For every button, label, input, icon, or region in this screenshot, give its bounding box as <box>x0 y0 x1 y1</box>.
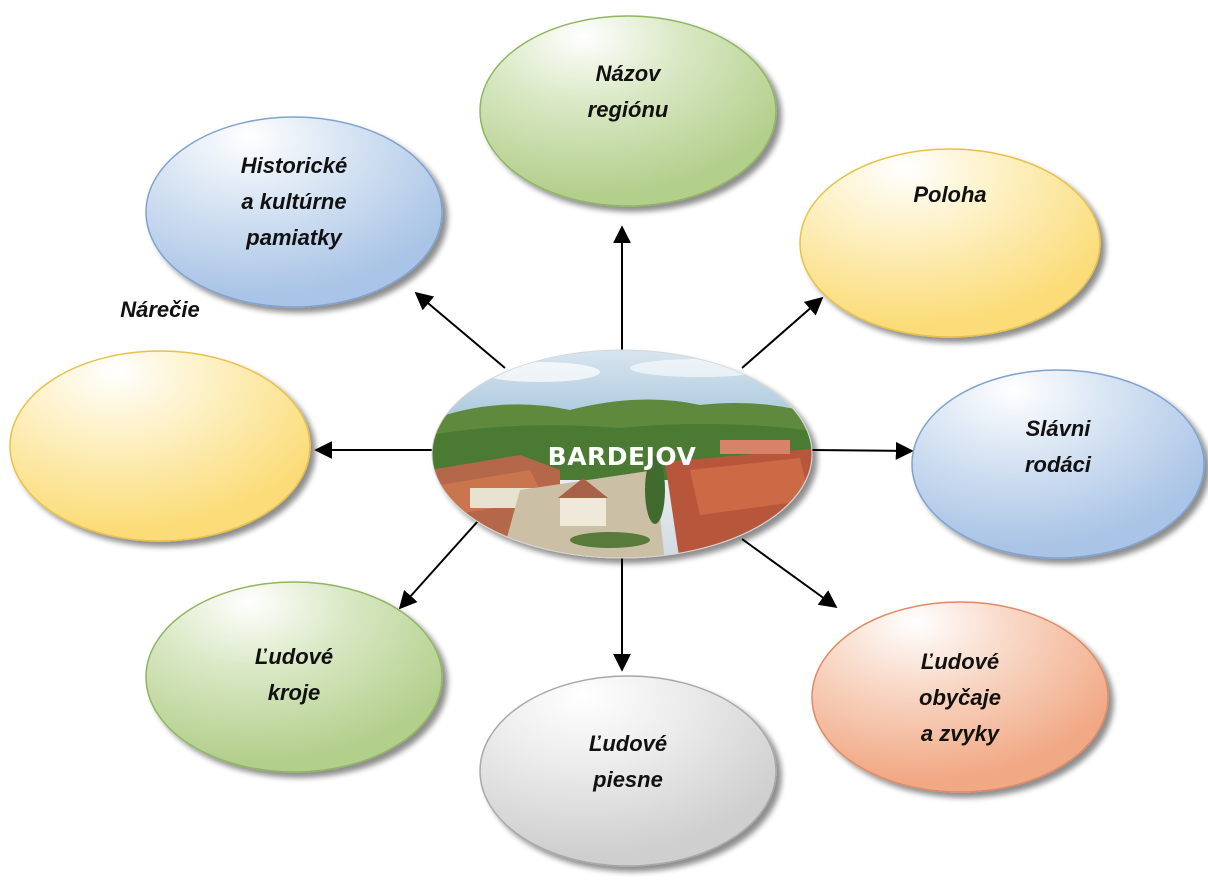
node-ellipse-historicke-pamiatky <box>145 116 443 308</box>
arrow-to-ludove-kroje <box>398 520 479 610</box>
node-label-narecie-line-1: Nárečie <box>120 297 200 322</box>
arrow-to-slavni-rodaci <box>811 441 914 460</box>
node-nazov-regionu: Názov regiónu <box>479 15 777 207</box>
node-ellipse-poloha <box>799 148 1101 338</box>
node-ellipse-ludove-obycaje <box>811 601 1109 793</box>
node-ludove-obycaje: Ľudové obyčaje a zvyky <box>811 601 1109 793</box>
node-poloha: Poloha <box>799 148 1101 338</box>
node-ellipse-ludove-kroje <box>145 581 443 773</box>
node-ellipse-nazov-regionu <box>479 15 777 207</box>
node-label-ludove-piesne-line-1: Ľudové <box>589 731 667 756</box>
arrow-to-poloha <box>741 296 824 369</box>
node-label-ludove-obycaje-line-1: Ľudové <box>921 649 999 674</box>
node-slavni-rodaci: Slávni rodáci <box>911 369 1205 559</box>
node-label-ludove-obycaje-line-3: a zvyky <box>921 721 1001 746</box>
node-label-ludove-kroje-line-1: Ľudové <box>255 644 333 669</box>
node-label-ludove-piesne-line-2: piesne <box>592 767 663 792</box>
node-label-historicke-pamiatky-line-3: pamiatky <box>245 225 343 250</box>
node-label-historicke-pamiatky-line-2: a kultúrne <box>241 189 346 214</box>
node-ludove-kroje: Ľudové kroje <box>145 581 443 773</box>
node-historicke-pamiatky: Historické a kultúrne pamiatky <box>145 116 443 308</box>
node-label-nazov-regionu-line-1: Názov <box>596 61 663 86</box>
arrow-to-ludove-obycaje <box>741 538 838 609</box>
node-label-historicke-pamiatky-line-1: Historické <box>241 153 347 178</box>
node-ludove-piesne: Ľudové piesne <box>479 675 777 867</box>
node-ellipse-ludove-piesne <box>479 675 777 867</box>
node-narecie: Nárečie <box>9 297 311 542</box>
node-label-slavni-rodaci-line-2: rodáci <box>1025 452 1092 477</box>
node-label-ludove-kroje-line-2: kroje <box>268 680 321 705</box>
center-label: BARDEJOV <box>548 442 697 471</box>
node-ellipse-slavni-rodaci <box>911 369 1205 559</box>
center-node-bardejov: BARDEJOV <box>431 349 813 559</box>
node-label-slavni-rodaci-line-1: Slávni <box>1026 416 1092 441</box>
node-label-poloha-line-1: Poloha <box>913 182 986 207</box>
node-label-nazov-regionu-line-2: regiónu <box>588 97 669 122</box>
connector-arrows <box>314 225 914 672</box>
arrow-to-historicke-pamiatky <box>414 291 506 369</box>
node-label-ludove-obycaje-line-2: obyčaje <box>919 685 1001 710</box>
node-ellipse-narecie <box>9 350 311 542</box>
